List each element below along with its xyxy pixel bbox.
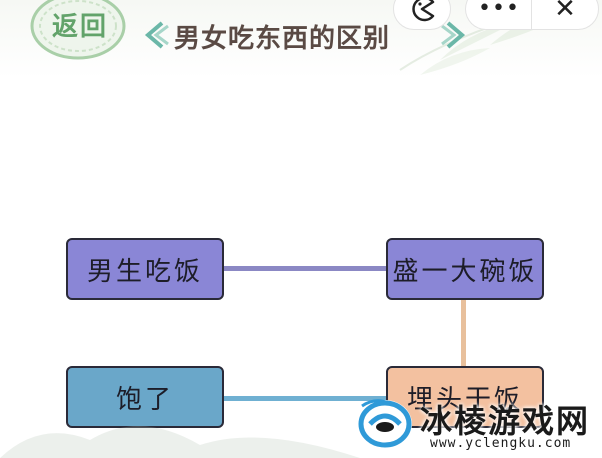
close-button[interactable]: ✕	[531, 0, 599, 30]
link-line-bottom	[224, 396, 388, 401]
more-icon: •••	[478, 0, 520, 21]
pacman-icon	[412, 0, 435, 22]
link-line-top	[224, 266, 388, 271]
watermark-name: 冰棱游戏网	[420, 402, 591, 440]
watermark-url: www.yclengku.com	[430, 436, 572, 451]
title-banner: 男女吃东西的区别	[140, 10, 470, 60]
back-label[interactable]: 返回	[52, 12, 109, 42]
mini-program-capsule: ••• ✕	[393, 0, 601, 32]
watermark-logo-icon	[358, 399, 412, 448]
chevron-right-icon	[441, 21, 466, 49]
chevron-left-icon	[144, 21, 169, 49]
card-partial[interactable]: 埋头干饭	[386, 366, 544, 428]
link-line-right	[461, 298, 466, 368]
medallion-frame-icon	[30, 0, 126, 60]
close-icon: ✕	[554, 0, 576, 24]
page-title: 男女吃东西的区别	[174, 24, 391, 54]
card-full[interactable]: 饱了	[66, 366, 224, 428]
card-male-eat[interactable]: 男生吃饭	[66, 238, 224, 300]
card-big-bowl[interactable]: 盛一大碗饭	[386, 238, 544, 300]
more-button[interactable]: •••	[465, 0, 532, 30]
back-button[interactable]	[28, 0, 128, 62]
site-watermark: 冰棱游戏网 www.yclengku.com	[350, 392, 602, 458]
ink-wash-decoration	[0, 426, 360, 458]
game-button[interactable]	[393, 0, 451, 30]
